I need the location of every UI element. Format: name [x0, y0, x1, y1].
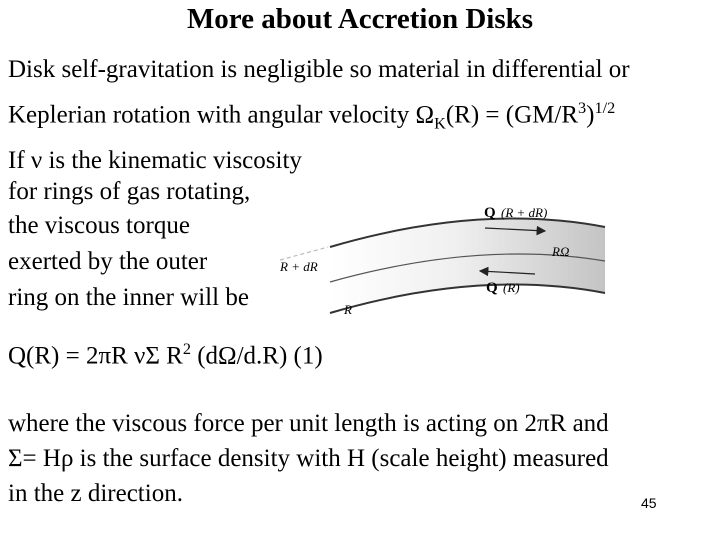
- torque-equation: Q(R) = 2πR νΣ R2 (dΩ/d.R) (1): [8, 340, 323, 370]
- left-column-line: exerted by the outer: [8, 248, 208, 275]
- cube-exponent: 3: [578, 99, 587, 117]
- half-exponent: 1/2: [594, 99, 616, 117]
- label-q-top-arg: (R + dR): [501, 205, 547, 220]
- intro-line-2-mid: (R) = (GM/R: [445, 101, 579, 129]
- left-column-line: ring on the inner will be: [8, 284, 249, 311]
- bottom-line: in the z direction.: [8, 480, 183, 507]
- accretion-ring-diagram: Q (R + dR) RΩ Q (R) R + dR R: [279, 205, 606, 317]
- label-q-top: Q: [484, 205, 496, 221]
- label-inner-radius: R: [343, 302, 352, 317]
- left-column-line: for rings of gas rotating,: [8, 178, 251, 205]
- omega-subscript: K: [434, 114, 446, 133]
- label-q-bottom: Q: [486, 280, 498, 296]
- slide-title: More about Accretion Disks: [186, 3, 534, 35]
- left-column-line: the viscous torque: [8, 212, 190, 239]
- intro-line-2-prefix: Keplerian rotation with angular velocity: [8, 101, 416, 129]
- arrow-bottom: [478, 266, 536, 277]
- label-outer-radius: R + dR: [279, 259, 318, 274]
- ring-inner-edge: [329, 283, 606, 314]
- ring-band: [330, 218, 605, 313]
- ring-outer-edge: [329, 217, 606, 248]
- bottom-line: Σ= Hρ is the surface density with H (sca…: [8, 445, 609, 472]
- ring-left-dash: [279, 246, 329, 261]
- bottom-line: where the viscous force per unit length …: [8, 410, 609, 437]
- intro-line-2: Keplerian rotation with angular velocity…: [8, 93, 615, 138]
- equation-square: 2: [182, 340, 191, 358]
- equation-rhs: (dΩ/d.R) (1): [190, 342, 323, 370]
- omega-symbol: Ω: [415, 101, 435, 129]
- equation-lhs: Q(R) = 2πR νΣ R: [8, 342, 183, 370]
- intro-line-2-close: ): [586, 101, 595, 129]
- ring-mid-boundary: [329, 253, 606, 283]
- label-q-bottom-arg: (R): [503, 280, 520, 295]
- intro-line-1: Disk self-gravitation is negligible so m…: [8, 56, 630, 83]
- page-number: 45: [641, 495, 657, 511]
- left-column-line: If ν is the kinematic viscosity: [8, 147, 302, 174]
- arrow-top: [484, 225, 547, 236]
- label-r-omega: RΩ: [551, 244, 569, 259]
